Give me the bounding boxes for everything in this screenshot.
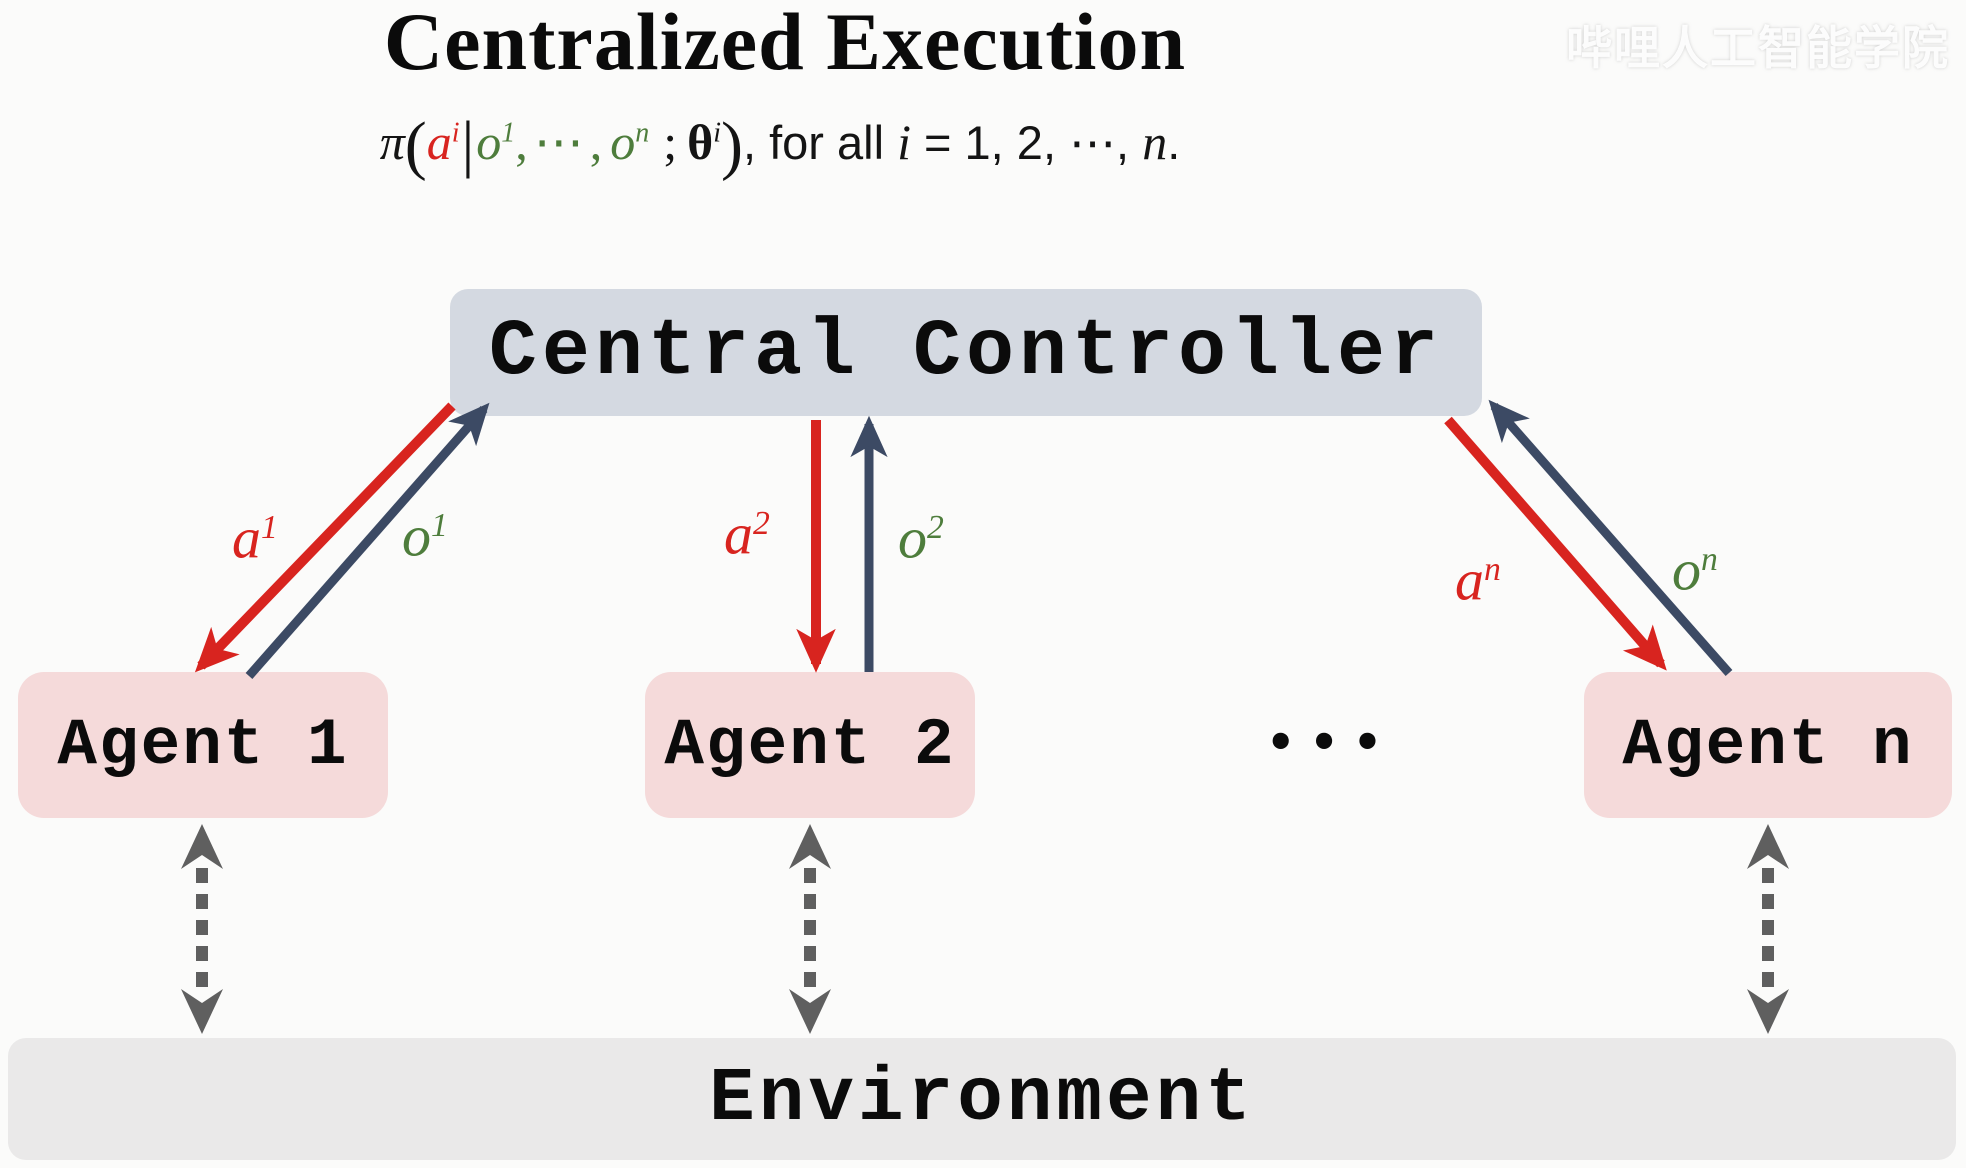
formula-n-variable: n	[1142, 114, 1168, 170]
action-label-agent-2-base: a	[724, 501, 753, 567]
watermark-text: 哔哩人工智能学院	[1566, 22, 1950, 74]
formula-action-superscript: i	[451, 117, 460, 149]
formula-semicolon: ;	[663, 114, 678, 170]
agent-1-box: Agent 1	[18, 672, 388, 818]
formula-obs1-symbol: o	[476, 114, 502, 170]
action-label-agent-1-sup: 1	[261, 509, 278, 546]
observation-label-agent-1-base: o	[402, 503, 431, 569]
action-label-agent-1-base: a	[232, 505, 261, 571]
environment-label: Environment	[709, 1056, 1255, 1142]
agent-2-box: Agent 2	[645, 672, 975, 818]
formula-pi: π	[379, 114, 405, 170]
env-link-agent-2	[789, 824, 831, 1034]
formula-obsn-symbol: o	[610, 114, 636, 170]
formula-action-symbol: a	[426, 114, 452, 170]
action-label-agent-2-sup: 2	[753, 505, 770, 542]
agents-ellipsis: •••	[1266, 715, 1397, 769]
observation-arrow-agent-1	[245, 402, 490, 679]
formula-lparen: (	[404, 108, 427, 182]
action-label-agent-1: a1	[232, 496, 278, 571]
formula-i-variable: i	[897, 114, 911, 170]
observation-label-agent-2-base: o	[898, 505, 927, 571]
agent-1-label: Agent 1	[57, 707, 349, 783]
action-label-agent-n-base: a	[1455, 547, 1484, 613]
observation-label-agent-n: on	[1672, 528, 1718, 603]
environment-box: Environment	[8, 1038, 1956, 1160]
observation-label-agent-n-sup: n	[1701, 541, 1718, 578]
env-link-agent-1	[181, 824, 223, 1034]
action-label-agent-n-sup: n	[1484, 551, 1501, 588]
agent-2-label: Agent 2	[664, 707, 956, 783]
formula-rparen: )	[720, 108, 743, 182]
formula-tail-pre: , for all	[742, 116, 898, 169]
action-label-agent-n: an	[1455, 538, 1501, 613]
central-controller-box: Central Controller	[450, 289, 1482, 416]
formula-theta-symbol: θ	[687, 114, 714, 170]
observation-label-agent-2: o2	[898, 496, 944, 571]
formula-tail-mid: = 1, 2, ⋯,	[910, 116, 1143, 169]
env-link-agent-n	[1747, 824, 1789, 1034]
action-label-agent-2: a2	[724, 492, 770, 567]
observation-label-agent-2-sup: 2	[927, 509, 944, 546]
formula-comma2: ,	[589, 114, 603, 170]
observation-label-agent-n-base: o	[1672, 537, 1701, 603]
formula-theta-superscript: i	[713, 117, 721, 149]
agent-n-box: Agent n	[1584, 672, 1952, 818]
formula-tail-end: .	[1167, 116, 1181, 169]
policy-formula: π(ai|o1,⋯,on;θi), for all i = 1, 2, ⋯, n…	[0, 98, 1560, 187]
page-title: Centralized Execution	[383, 0, 1187, 87]
formula-obsn-superscript: n	[635, 117, 650, 149]
formula-conditional-bar: |	[461, 109, 475, 180]
formula-comma1: ,	[515, 114, 528, 170]
central-controller-label: Central Controller	[488, 307, 1444, 398]
observation-label-agent-1-sup: 1	[431, 507, 448, 544]
formula-obs1-superscript: 1	[501, 117, 516, 149]
formula-cdots: ⋯	[533, 114, 584, 170]
agent-n-label: Agent n	[1622, 707, 1914, 783]
observation-label-agent-1: o1	[402, 494, 448, 569]
